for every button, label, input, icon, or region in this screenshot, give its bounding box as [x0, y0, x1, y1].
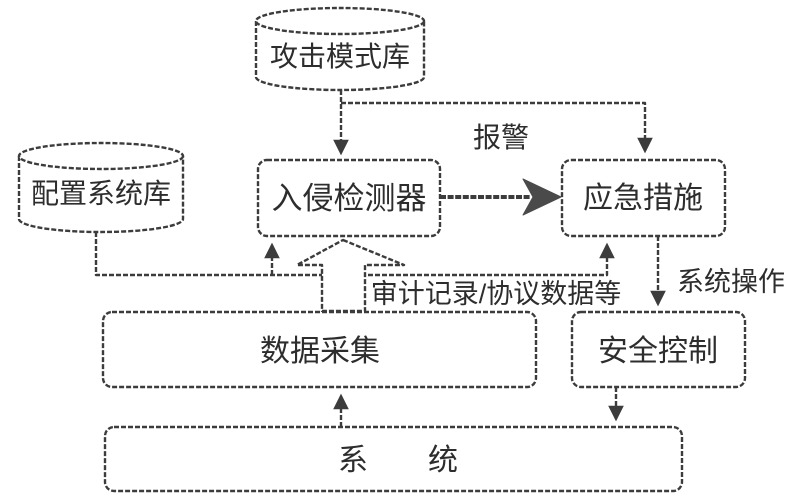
box [101, 310, 538, 389]
node-label-attack-pattern-db: 攻击模式库 [270, 41, 410, 72]
node-label-security-control: 安全控制 [598, 335, 718, 368]
node-label-intrusion-detector: 入侵检测器 [272, 181, 427, 216]
box [560, 158, 727, 238]
edge-label-system-operation: 系统操作 [677, 267, 785, 297]
box [103, 425, 684, 493]
node-data-collection: 数据采集 [101, 310, 538, 389]
edge-label-alarm: 报警 [473, 122, 529, 153]
edge-label-audit-protocol-data: 审计记录/协议数据等 [371, 279, 622, 309]
node-label-emergency-measures: 应急措施 [583, 182, 703, 215]
cylinder-top [17, 141, 185, 171]
node-label-config-system-db: 配置系统库 [31, 178, 171, 209]
cylinder-top [254, 6, 426, 36]
edge-alarm [341, 101, 653, 154]
cylinder-body [254, 21, 426, 92]
node-config-system-db: 配置系统库 [17, 141, 185, 234]
node-attack-pattern-db: 攻击模式库 [254, 6, 426, 92]
cylinder-body [17, 156, 185, 234]
node-label-system: 系 统 [338, 444, 458, 477]
edges-layer [94, 90, 666, 427]
box [570, 310, 747, 389]
box [256, 158, 442, 238]
edge-detector-to-emergency-arrowhead [522, 178, 562, 216]
edge-labels-layer: 报警 审计记录/协议数据等 系统操作 [371, 122, 785, 309]
node-system: 系 统 [103, 425, 684, 493]
node-emergency-measures: 应急措施 [560, 158, 727, 238]
node-intrusion-detector: 入侵检测器 [256, 158, 442, 238]
node-security-control: 安全控制 [570, 310, 747, 389]
node-label-data-collection: 数据采集 [260, 335, 380, 368]
